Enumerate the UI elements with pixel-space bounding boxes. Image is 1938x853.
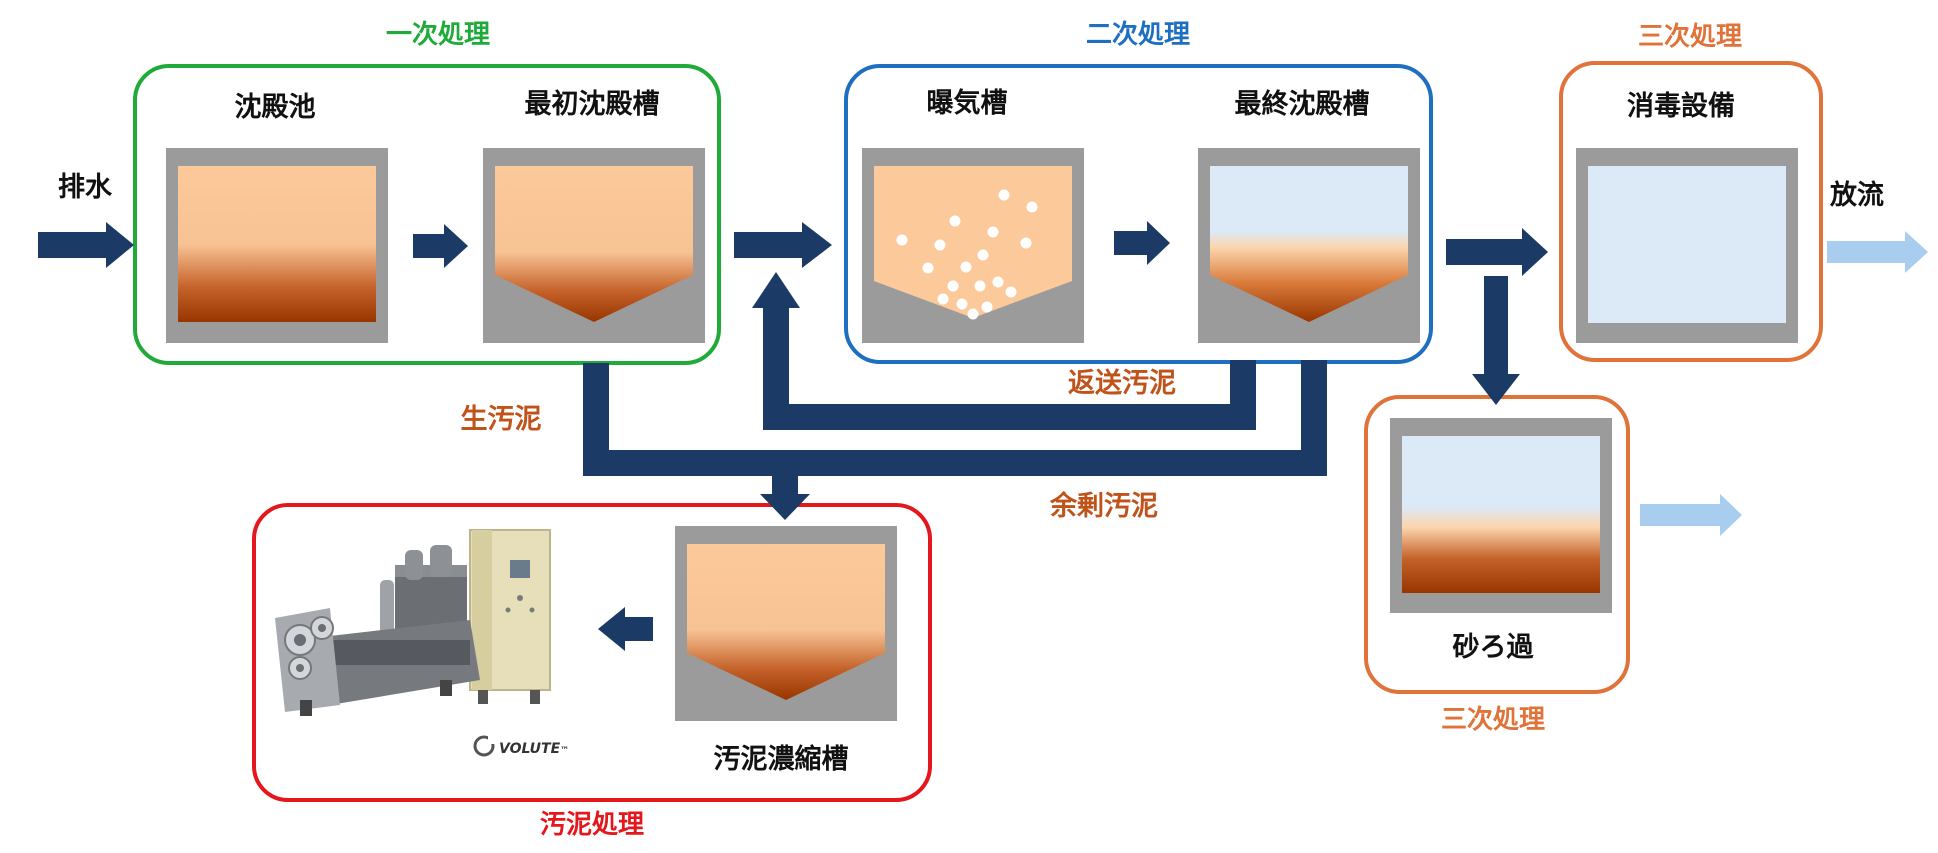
volute-dewatering-machine: VOLUTE™ (275, 529, 569, 757)
arrow-down-to-filter (1472, 276, 1520, 405)
stage-title-primary: 一次処理 (386, 20, 490, 50)
secondary-stage-box (844, 64, 1433, 364)
settling-pond-tank (166, 148, 388, 343)
label-final-clarifier: 最終沈殿槽 (1235, 88, 1370, 120)
disinfection-tank (1576, 148, 1798, 343)
volute-brand-label: VOLUTE™ (499, 741, 569, 757)
label-influent: 排水 (58, 172, 113, 203)
return-sludge-pipe (752, 272, 1256, 430)
label-raw-sludge: 生汚泥 (461, 404, 542, 435)
tertiary-disinfection-box (1559, 61, 1823, 362)
stage-title-sludge: 汚泥処理 (540, 810, 644, 840)
excess-sludge-pipe (583, 360, 1327, 520)
label-settling-pond: 沈殿池 (235, 92, 316, 123)
sand-filter-tank (1390, 418, 1612, 613)
arrow-pond-to-clarifier (413, 224, 468, 268)
effluent-arrow (1827, 231, 1928, 273)
primary-clarifier-tank (483, 148, 705, 343)
label-sand-filter: 砂ろ過 (1453, 632, 1535, 663)
label-primary-clarifier: 最初沈殿槽 (525, 89, 660, 120)
thickener-tank (675, 526, 897, 721)
label-return-sludge: 返送汚泥 (1068, 368, 1176, 399)
arrow-primary-to-secondary (734, 222, 832, 268)
arrow-thickener-to-machine (598, 607, 653, 651)
stage-title-tertiary-top: 三次処理 (1638, 22, 1742, 52)
primary-stage-box (133, 64, 721, 365)
aeration-tank (862, 148, 1084, 343)
filter-effluent-arrow (1640, 494, 1742, 536)
label-aeration-tank: 曝気槽 (927, 87, 1008, 119)
label-excess-sludge: 余剰汚泥 (1049, 490, 1158, 522)
label-effluent: 放流 (1829, 179, 1884, 211)
final-clarifier-tank (1198, 148, 1420, 343)
sludge-stage-box (252, 503, 932, 802)
label-thickener: 汚泥濃縮槽 (714, 743, 849, 775)
influent-arrow (38, 222, 134, 268)
arrow-aeration-to-final (1114, 221, 1170, 265)
arrow-secondary-to-tertiary (1446, 228, 1548, 276)
stage-title-tertiary-bottom: 三次処理 (1441, 705, 1545, 735)
label-disinfection: 消毒設備 (1627, 90, 1735, 122)
stage-title-secondary: 二次処理 (1086, 20, 1190, 50)
air-bubbles (896, 189, 1038, 320)
